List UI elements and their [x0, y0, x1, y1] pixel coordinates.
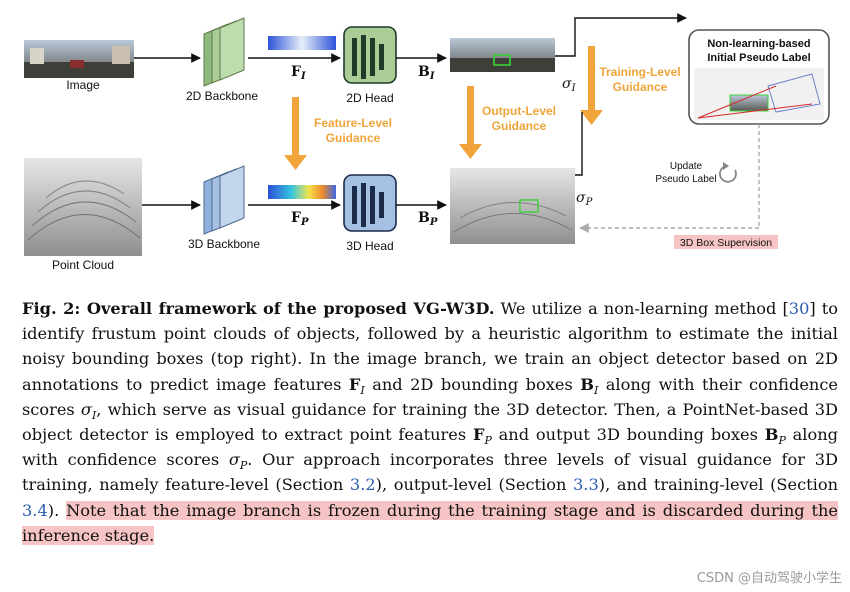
output-guidance-label-1: Output-Level	[482, 104, 556, 118]
f-pc-symbol: FP	[291, 210, 309, 228]
ref-3-4-link[interactable]: 3.4	[22, 500, 48, 520]
backbone-2d-label: 2D Backbone	[186, 89, 258, 103]
input-image	[24, 40, 134, 78]
output-guidance-arrow	[459, 86, 482, 159]
output-guidance-label-2: Guidance	[492, 119, 547, 133]
b-img-symbol: BI	[418, 64, 435, 82]
highlighted-note: Note that the image branch is frozen dur…	[22, 500, 839, 545]
framework-diagram: Image 2D Backbone FI 2D Head BI σI Featu…	[24, 13, 830, 272]
caption-title: Fig. 2: Overall framework of the propose…	[22, 299, 495, 318]
f-img-symbol: FI	[291, 64, 306, 82]
update-label-2: Pseudo Label	[655, 174, 716, 185]
pseudo-label-title-2: Initial Pseudo Label	[707, 52, 810, 64]
feature-guidance-label-1: Feature-Level	[314, 116, 392, 130]
b-pc-symbol: BP	[418, 210, 438, 228]
detection-2d-image	[450, 38, 555, 72]
training-guidance-arrow	[580, 46, 603, 125]
supervision-highlight	[674, 235, 778, 249]
watermark: CSDN @自动驾驶小学生	[696, 571, 842, 586]
feature-guidance-arrow	[284, 97, 307, 170]
training-guidance-label-1: Training-Level	[599, 65, 680, 79]
sigma-img-symbol: σI	[562, 76, 577, 94]
training-guidance-label-2: Guidance	[613, 80, 668, 94]
supervision-label: 3D Box Supervision	[680, 237, 772, 249]
head-3d-label: 3D Head	[346, 239, 393, 253]
feature-map-2d	[268, 36, 336, 50]
figure-caption: Fig. 2: Overall framework of the propose…	[22, 299, 839, 545]
update-label-1: Update	[670, 161, 703, 172]
input-point-cloud	[24, 158, 142, 256]
feature-guidance-label-2: Guidance	[326, 131, 381, 145]
head-2d-label: 2D Head	[346, 91, 393, 105]
backbone-2d-block	[203, 17, 245, 87]
pseudo-label-title-1: Non-learning-based	[707, 38, 810, 50]
ref-3-2-link[interactable]: 3.2	[349, 475, 376, 495]
pseudo-label-box	[688, 29, 830, 125]
refresh-icon	[719, 162, 737, 183]
point-cloud-label: Point Cloud	[52, 258, 114, 272]
backbone-3d-label: 3D Backbone	[188, 237, 260, 251]
head-2d-block	[343, 26, 397, 84]
ref-30-link[interactable]: 30	[788, 299, 810, 318]
backbone-3d-block	[203, 165, 245, 235]
head-3d-block	[343, 174, 397, 232]
feature-map-3d	[268, 185, 336, 199]
sigma-pc-symbol: σP	[576, 190, 593, 208]
ref-3-3-link[interactable]: 3.3	[573, 475, 599, 495]
detection-3d-pointcloud	[450, 168, 575, 244]
image-label: Image	[66, 78, 100, 92]
